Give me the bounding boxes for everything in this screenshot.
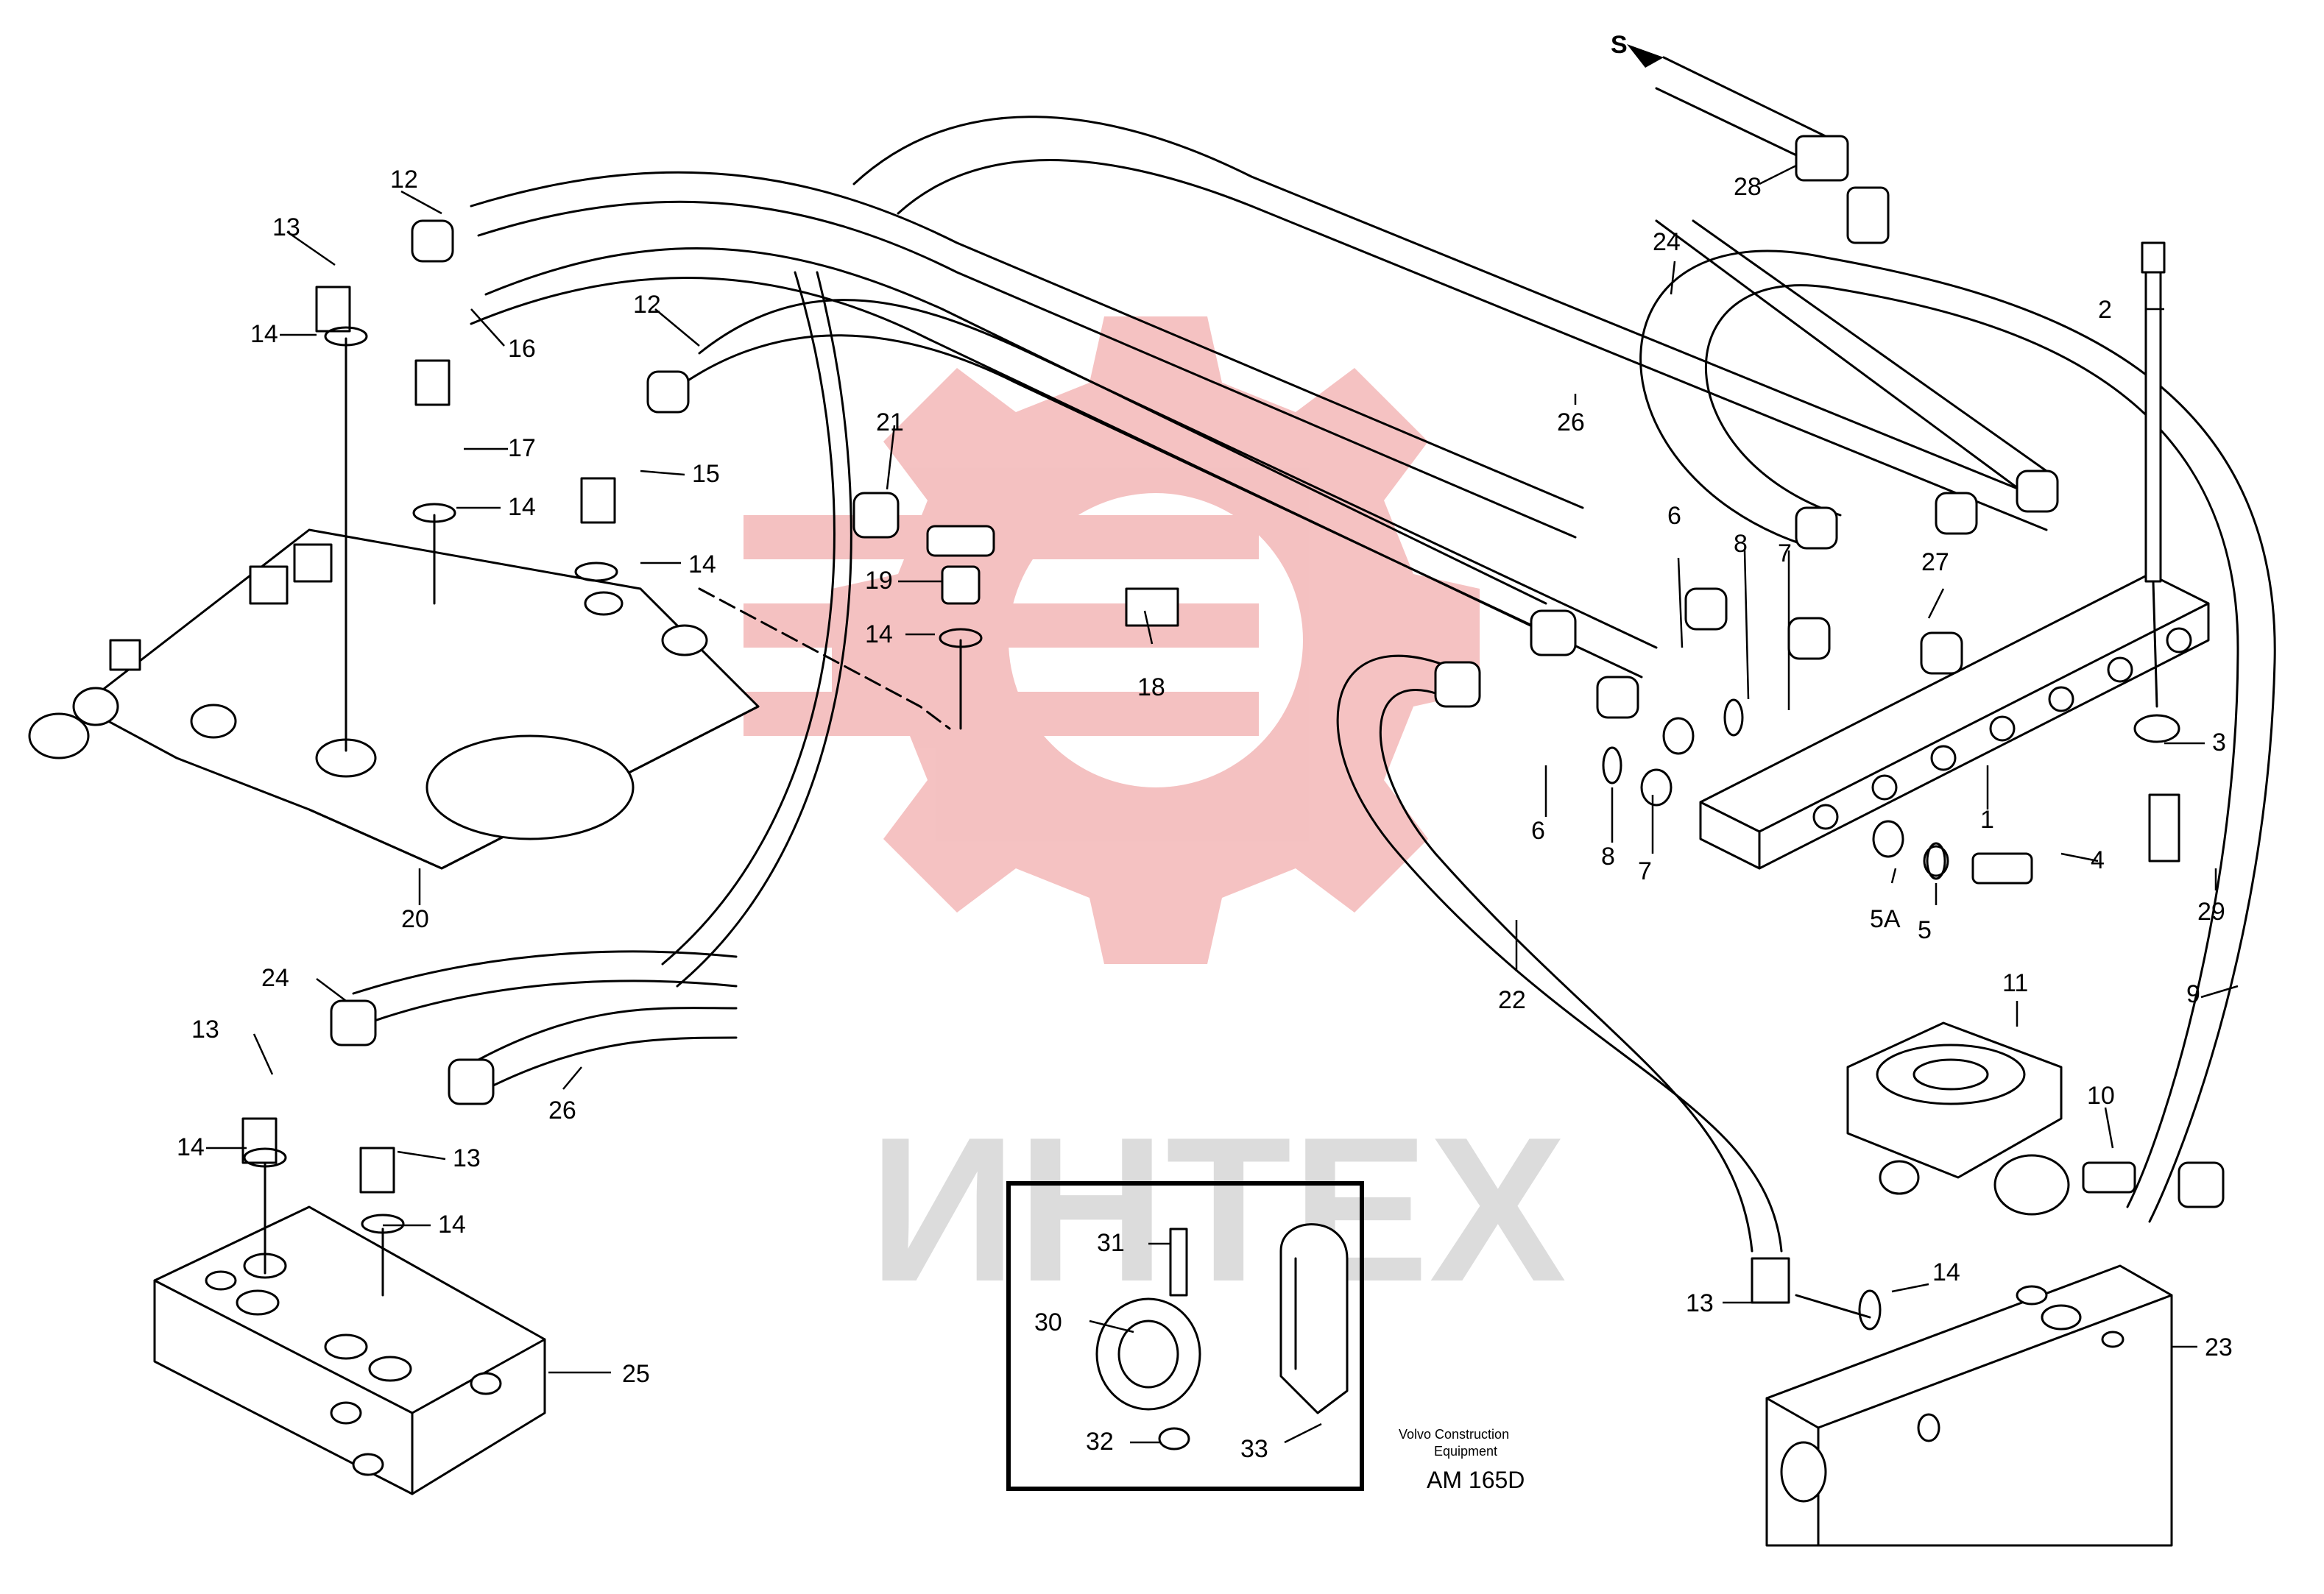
callout-leader (1927, 588, 1945, 619)
hoses-upper (470, 116, 2048, 679)
callout-label: 14 (508, 493, 536, 521)
callout-leader (1890, 868, 1897, 884)
hose-24-lower (352, 950, 738, 995)
callout-leader (2060, 852, 2099, 862)
callout-label: 18 (1137, 673, 1165, 701)
valve-block-25 (153, 1205, 546, 1495)
callout-leader (1670, 261, 1676, 295)
callout-label: 14 (438, 1211, 466, 1239)
callout-label: 27 (1921, 548, 1949, 576)
callout-label: 7 (1638, 857, 1652, 885)
callout-label: 10 (2087, 1082, 2115, 1110)
callout-label: 20 (401, 905, 429, 933)
valve-block-20 (28, 528, 760, 870)
fittings (241, 135, 2225, 1304)
callout-label: 12 (633, 291, 661, 319)
callout-label: 5A (1870, 905, 1901, 933)
callout-label: 29 (2197, 898, 2225, 926)
filter-housing-11 (1846, 1021, 2070, 1216)
footer-drawing-code: AM 165D (1427, 1467, 1525, 1493)
detail-strap-33 (1279, 1223, 1349, 1414)
detail-clamp-30 (1095, 1228, 1201, 1450)
callout-leader (1759, 164, 1797, 185)
arrow-label-s: S (1611, 31, 1628, 59)
footer-company-line1: Volvo Construction (1399, 1427, 1509, 1442)
callout-label: 2 (2098, 296, 2112, 324)
callout-leader (1677, 557, 1684, 648)
callout-label: 17 (508, 434, 536, 462)
callout-leader (252, 1033, 274, 1075)
callout-label: 24 (1653, 228, 1681, 256)
flow-arrow-icon (1627, 44, 1664, 68)
callout-leader (400, 190, 442, 215)
detail-inset-frame (1006, 1181, 1364, 1491)
watermark-gear (744, 316, 1480, 964)
callout-label: 32 (1086, 1428, 1114, 1456)
callout-label: 7 (1778, 539, 1792, 567)
callout-label: 13 (453, 1144, 481, 1172)
bolt-2 (2133, 241, 2180, 743)
callout-leader (1891, 1283, 1929, 1293)
callout-label: 14 (688, 550, 716, 578)
valve-block-23 (1765, 1264, 2173, 1547)
callout-label: 11 (2002, 969, 2028, 997)
callout-label: 21 (876, 408, 904, 436)
callout-label: 25 (622, 1360, 650, 1388)
callout-label: 33 (1240, 1435, 1268, 1463)
callout-leader (1284, 1423, 1322, 1444)
callout-label: 8 (1601, 843, 1615, 871)
callout-label: 5 (1918, 916, 1932, 944)
callout-label: 13 (1686, 1289, 1714, 1317)
callout-leader (2104, 1107, 2114, 1149)
callout-label: 14 (865, 620, 893, 648)
callout-leader (562, 1066, 582, 1090)
callout-leader (397, 1150, 446, 1161)
callout-label: 23 (2205, 1333, 2233, 1361)
hose-9 (1639, 249, 2276, 1223)
callout-label: 6 (1667, 502, 1681, 530)
callout-leader (1743, 550, 1750, 700)
callout-leader (640, 470, 685, 476)
callout-label: 19 (865, 567, 893, 595)
callout-label: 1 (1980, 806, 1994, 834)
callout-label: 30 (1034, 1308, 1062, 1336)
callout-label: 4 (2091, 846, 2105, 874)
callout-label: 26 (1557, 408, 1585, 436)
callout-label: 8 (1734, 530, 1748, 558)
callout-leader (1143, 610, 1154, 645)
callout-leader (316, 978, 347, 1002)
callout-label: 6 (1531, 817, 1545, 845)
callout-label: 26 (548, 1097, 576, 1124)
callout-label: 14 (177, 1133, 205, 1161)
callout-label: 16 (508, 335, 536, 363)
callout-leader (1089, 1320, 1134, 1333)
callout-label: 14 (250, 320, 278, 348)
callout-leader (886, 425, 896, 490)
callout-label: 24 (261, 964, 289, 992)
callout-label: 15 (692, 460, 720, 488)
callout-label: 14 (1932, 1258, 1960, 1286)
callout-label: 12 (390, 166, 418, 194)
o-rings (243, 326, 1946, 1331)
hose-22 (1336, 654, 1783, 1253)
callout-leader (654, 308, 700, 347)
watermark-text: ИНТЕХ (869, 1095, 1567, 1325)
callout-leader (286, 230, 336, 266)
callout-label: 13 (191, 1016, 219, 1044)
callout-label: 3 (2212, 729, 2226, 757)
callout-label: 13 (272, 213, 300, 241)
manifold-1 (1699, 573, 2210, 870)
callout-label: 31 (1097, 1229, 1125, 1257)
callout-label: 28 (1734, 173, 1762, 201)
footer-company-line2: Equipment (1434, 1444, 1497, 1459)
callout-leader (470, 308, 505, 347)
callout-leader (2200, 985, 2239, 999)
hose-26-lower (477, 1007, 738, 1061)
callout-label: 9 (2186, 980, 2200, 1008)
callout-label: 22 (1498, 986, 1526, 1014)
